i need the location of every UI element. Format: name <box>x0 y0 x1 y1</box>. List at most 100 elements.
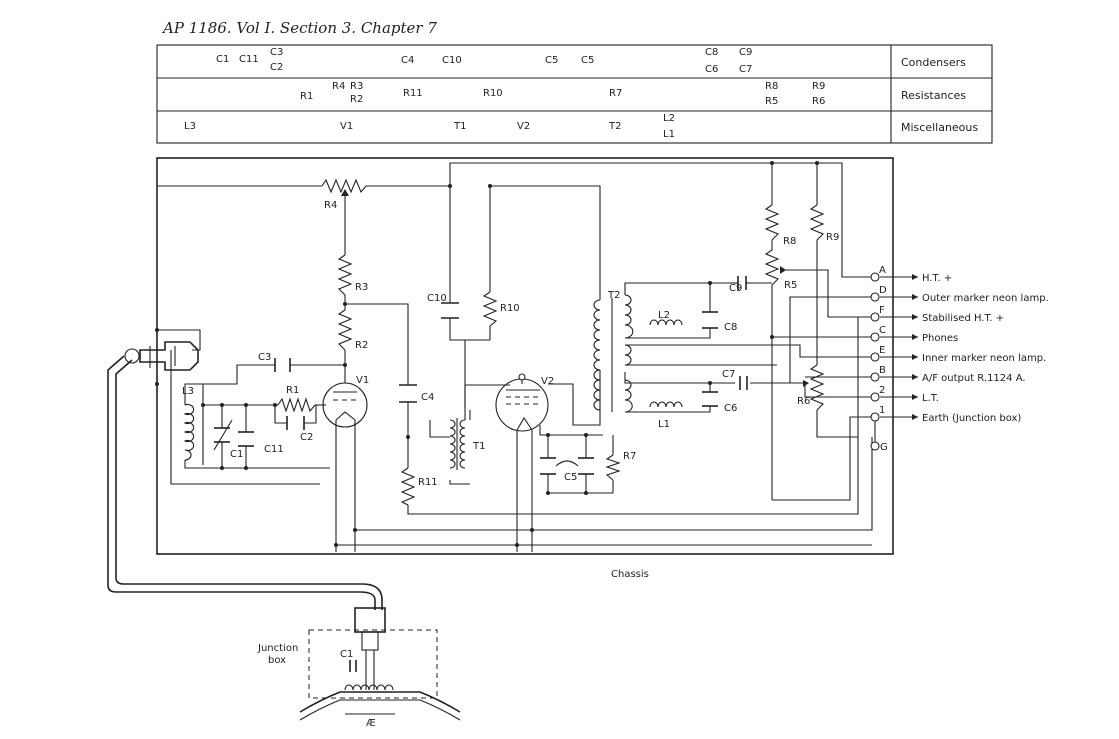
label-t1: T1 <box>472 441 485 452</box>
table-cell: C6 <box>705 64 718 75</box>
capacitor-c4 <box>399 384 417 403</box>
label-c9: C9 <box>729 283 742 294</box>
capacitor-c10 <box>441 302 459 319</box>
table-cell: L3 <box>184 121 196 132</box>
table-cell: V2 <box>517 121 530 132</box>
terminal-label-inner-marker: Inner marker neon lamp. <box>922 353 1046 364</box>
capacitor-c2 <box>286 416 305 430</box>
label-c1-junction: C1 <box>340 649 353 660</box>
label-r5: R5 <box>784 280 797 291</box>
resistor-r5 <box>764 249 780 286</box>
table-cell: C4 <box>401 55 414 66</box>
coil-l2 <box>649 319 683 326</box>
document-header: AP 1186. Vol I. Section 3. Chapter 7 <box>161 19 437 37</box>
label-l3: L3 <box>182 386 194 397</box>
label-r9: R9 <box>826 232 839 243</box>
table-cell: C7 <box>739 64 752 75</box>
resistor-r8 <box>764 204 780 241</box>
chassis-label: Chassis <box>611 569 649 580</box>
table-cell: C2 <box>270 62 283 73</box>
table-cell: R3 <box>350 81 363 92</box>
coils <box>183 294 683 470</box>
terminal-label-af-output: A/F output R.1124 A. <box>922 373 1026 384</box>
coil-t2-primary <box>593 299 601 411</box>
table-cell: R2 <box>350 94 363 105</box>
table-cell: L2 <box>663 113 675 124</box>
table-cell: R6 <box>812 96 825 107</box>
capacitor-c9 <box>730 276 750 290</box>
resistor-r11 <box>400 467 416 506</box>
table-cell: R1 <box>300 91 313 102</box>
junction-box: Junction box C1 Æ <box>257 607 461 729</box>
terminal-label-phones: Phones <box>922 333 958 344</box>
table-cell: R11 <box>403 88 423 99</box>
label-r1: R1 <box>286 385 299 396</box>
capacitor-c8 <box>702 311 718 329</box>
resistor-r3 <box>337 254 353 296</box>
label-l1: L1 <box>658 419 670 430</box>
resistors <box>277 178 825 506</box>
coil-l1 <box>649 401 683 408</box>
row-label-miscellaneous: Miscellaneous <box>901 121 978 134</box>
capacitors <box>213 276 750 475</box>
table-cell: C10 <box>442 55 462 66</box>
row-label-condensers: Condensers <box>901 56 966 69</box>
row-label-resistances: Resistances <box>901 89 966 102</box>
label-c10: C10 <box>427 293 447 304</box>
capacitor-c5a <box>540 457 556 475</box>
capacitor-c3 <box>274 358 291 372</box>
junction-label-box: box <box>268 655 286 666</box>
capacitor-c6 <box>702 391 718 407</box>
terminal-letter: A <box>879 265 886 276</box>
capacitor-c11 <box>238 431 254 447</box>
label-l2: L2 <box>658 310 670 321</box>
terminal-label-stabilised-ht: Stabilised H.T. + <box>922 313 1004 324</box>
table-cell: C1 <box>216 54 229 65</box>
resistor-r10 <box>482 291 498 327</box>
table-cell: R5 <box>765 96 778 107</box>
capacitor-c5b <box>578 457 594 475</box>
terminal-label-ht: H.T. + <box>922 273 952 284</box>
resistor-r1 <box>277 397 316 413</box>
label-c11: C11 <box>264 444 284 455</box>
label-v2: V2 <box>541 376 554 387</box>
resistor-r9 <box>809 204 825 241</box>
junction-label: Junction <box>257 643 298 654</box>
label-c1: C1 <box>230 449 243 460</box>
table-cell: R4 <box>332 81 345 92</box>
terminal-letter: 1 <box>879 405 885 416</box>
label-c7: C7 <box>722 369 735 380</box>
label-c5: C5 <box>564 472 577 483</box>
table-cell: T2 <box>608 121 621 132</box>
table-cell: R8 <box>765 81 778 92</box>
label-r2: R2 <box>355 340 368 351</box>
label-t2: T2 <box>607 290 620 301</box>
capacitor-c1 <box>213 419 233 451</box>
left-plug <box>124 341 199 371</box>
terminal-letter: D <box>879 285 887 296</box>
label-r11: R11 <box>418 477 438 488</box>
label-v1: V1 <box>356 375 369 386</box>
table-cell: R10 <box>483 88 503 99</box>
label-c4: C4 <box>421 392 434 403</box>
terminals: A D F C E B 2 1 G H.T. + Outer marker ne… <box>870 265 1049 453</box>
terminal-label-outer-marker: Outer marker neon lamp. <box>922 293 1049 304</box>
resistor-r2 <box>337 309 353 351</box>
resistor-r6 <box>809 364 825 411</box>
resistor-r7 <box>605 454 621 481</box>
table-cell: T1 <box>453 121 466 132</box>
terminal-label-lt: L.T. <box>922 393 939 404</box>
terminal-label-earth: Earth (Junction box) <box>922 413 1021 424</box>
components-table: Condensers Resistances Miscellaneous C1 … <box>156 44 993 144</box>
label-c6: C6 <box>724 403 737 414</box>
capacitor-c7 <box>739 376 748 390</box>
label-c2: C2 <box>300 432 313 443</box>
cable <box>107 355 383 610</box>
label-r8: R8 <box>783 236 796 247</box>
table-cell: C9 <box>739 47 752 58</box>
label-aerial: Æ <box>366 718 376 729</box>
table-cell: C3 <box>270 47 283 58</box>
table-cell: L1 <box>663 129 675 140</box>
table-cell: C5 <box>581 55 594 66</box>
